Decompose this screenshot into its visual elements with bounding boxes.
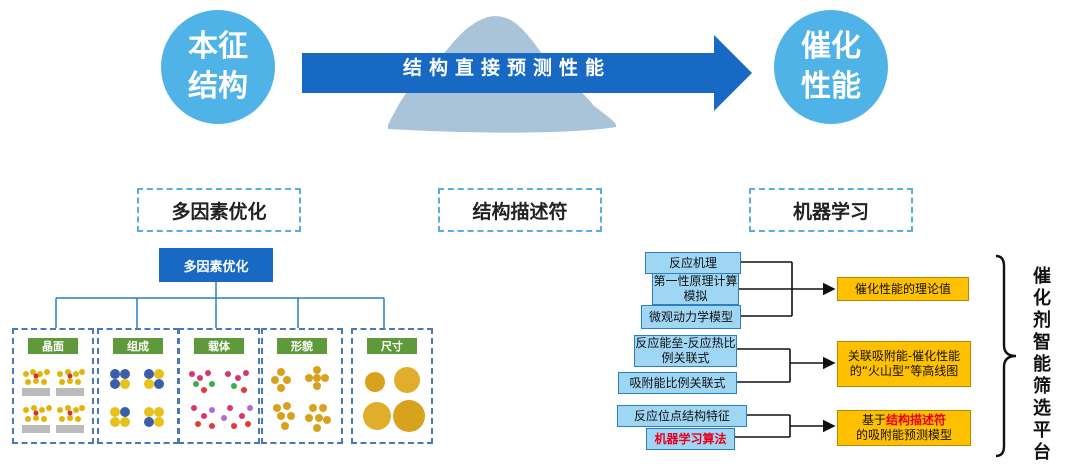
panel-crystal-facet: 晶面	[12, 328, 94, 444]
ml-output-adsorption-model: 基于结构描述符 的吸附能预测模型	[837, 410, 971, 446]
ml-output-line2: 的吸附能预测模型	[855, 428, 952, 442]
panel-tag: 尺寸	[367, 338, 417, 354]
panel-tag: 组成	[113, 338, 163, 354]
ml-input-site-features: 反应位点结构特征	[617, 405, 747, 427]
platform-title: 催化剂智能筛选平台	[1033, 266, 1051, 463]
panel-morphology: 形貌	[261, 328, 343, 444]
composition-structures-image	[110, 369, 164, 427]
tree-connectors	[55, 282, 385, 328]
ml-input-adsorption-relation: 吸附能比例关联式	[618, 372, 737, 394]
ml-input-ml-algorithm: 机器学习算法	[646, 428, 735, 450]
panel-tag: 晶面	[28, 338, 78, 354]
ml-input-first-principles: 第一性原理计算模拟	[652, 273, 739, 305]
ml-input-microkinetic-model: 微观动力学模型	[641, 305, 741, 329]
morphology-structures-image	[271, 366, 331, 432]
section-label-middle: 结构描述符	[438, 188, 602, 232]
ml-input-barrier-heat-relation: 反应能垒-反应热比例关联式	[634, 335, 737, 367]
right-circle: 催化性能	[774, 10, 888, 124]
panel-support: 载体	[178, 328, 260, 444]
left-circle-line2: 结构	[188, 69, 248, 104]
ml-input-reaction-mechanism: 反应机理	[645, 252, 741, 274]
panel-tag: 载体	[194, 338, 244, 354]
size-structures-image	[363, 367, 425, 432]
section-label-right: 机器学习	[749, 188, 913, 232]
panel-composition: 组成	[97, 328, 179, 444]
big-arrow	[302, 35, 752, 111]
left-circle: 本征结构	[161, 10, 275, 124]
ml-algorithm-text: 机器学习算法	[654, 431, 727, 446]
section-label-left: 多因素优化	[137, 188, 301, 232]
left-circle-line1: 本征	[188, 29, 248, 64]
right-circle-line2: 性能	[801, 69, 861, 104]
right-circle-line1: 催化	[801, 29, 861, 64]
tree-root: 多因素优化	[159, 248, 273, 282]
panel-tag: 形貌	[277, 338, 327, 354]
facet-structures-image	[22, 369, 85, 433]
ml-output-volcano-plot: 关联吸附能-催化性能的“火山型”等高线图	[837, 341, 971, 387]
support-structures-image	[189, 370, 253, 429]
ml-output-line1: 基于结构描述符	[861, 413, 947, 427]
panel-size: 尺寸	[351, 328, 433, 444]
ml-output-theoretical-performance: 催化性能的理论值	[837, 277, 969, 301]
arrow-label: 结构直接预测性能	[402, 57, 611, 79]
